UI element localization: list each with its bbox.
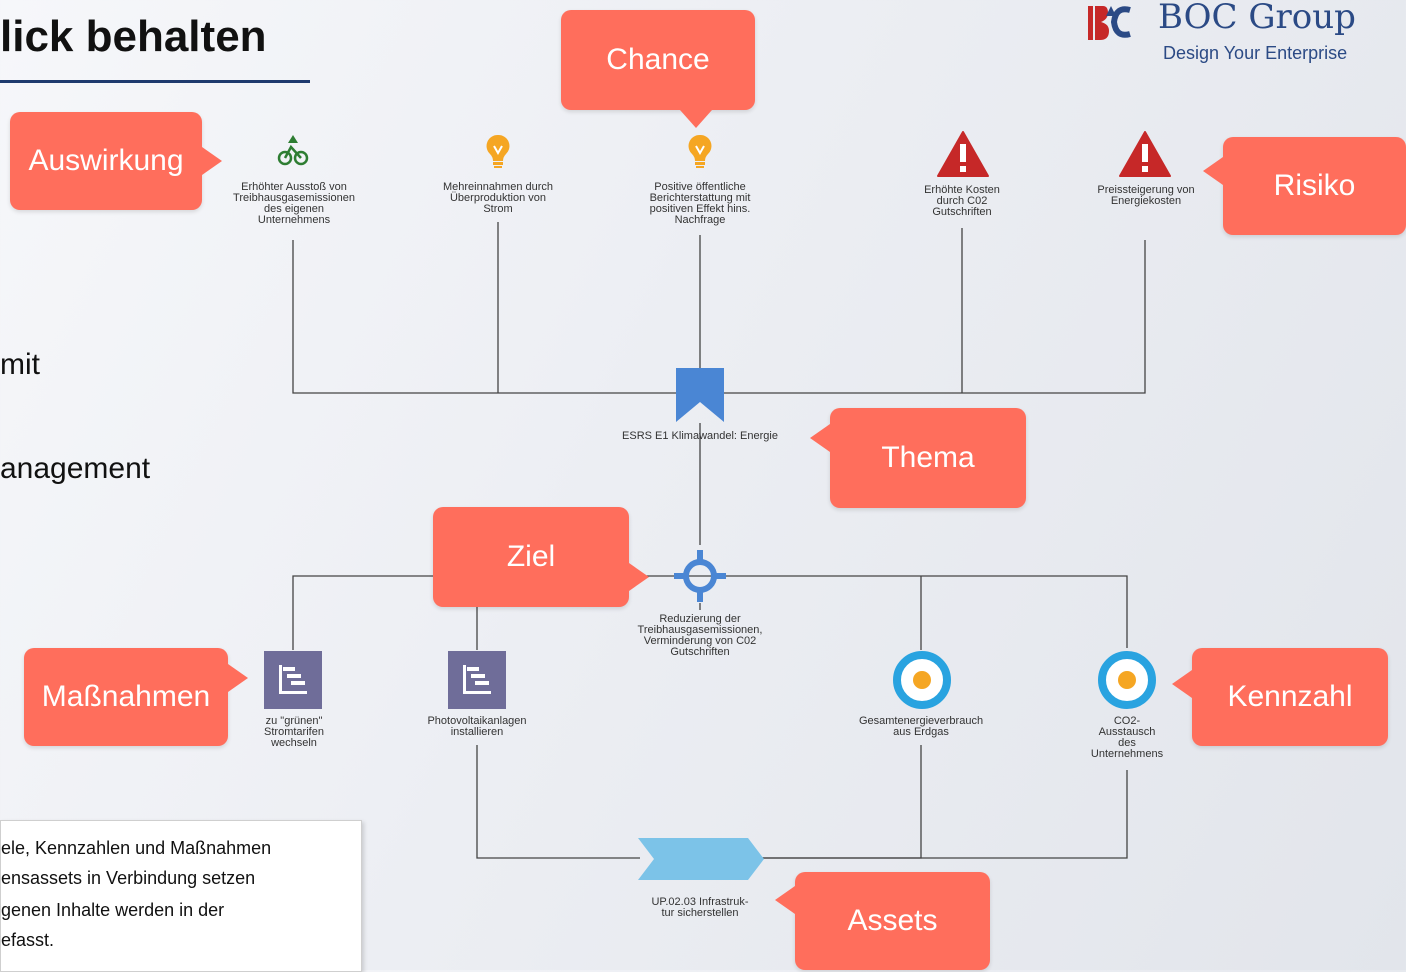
opportunity-label-1: Mehreinnahmen durch Überproduktion von S… (442, 181, 554, 215)
impact-label: Erhöhter Ausstoß von Treibhausgasemissio… (233, 181, 355, 226)
note-line-1: ele, Kennzahlen und Maßnahmen (1, 838, 272, 858)
callout-kennzahl-text: Kennzahl (1227, 680, 1353, 713)
note-line-2: ensassets in Verbindung setzen (1, 868, 256, 888)
logo-tagline: Design Your Enterprise (1163, 43, 1348, 63)
kpi-label-1: Gesamtenergieverbrauch aus Erdgas (858, 715, 984, 738)
lightbulb-icon (688, 134, 712, 168)
crosshair-target-icon (674, 550, 726, 602)
bullet-text-2: anagement (0, 452, 151, 485)
goal-label: Reduzierung der Treibhausgasemissionen, … (637, 613, 763, 658)
callout-tail (680, 110, 712, 128)
chevron-arrow-icon (638, 838, 764, 880)
callout-assets-text: Assets (847, 904, 938, 937)
callout-thema: Thema (810, 408, 1026, 508)
note-box: ele, Kennzahlen und Maßnahmen ensassets … (0, 820, 362, 972)
lightbulb-icon (486, 134, 510, 168)
topic-label: ESRS E1 Klimawandel: Energie (622, 430, 778, 442)
callout-chance-text: Chance (606, 43, 710, 76)
callout-ziel-text: Ziel (506, 540, 556, 573)
kpi-label-2: CO2- Ausstausch des Unternehmens (1090, 715, 1164, 760)
risk-label-1: Erhöhte Kosten durch C02 Gutschriften (924, 184, 1000, 218)
note-line-4: efasst. (1, 930, 55, 950)
gauge-icon (1098, 651, 1156, 709)
callout-auswirkung: Auswirkung (10, 112, 222, 210)
warning-icon (1119, 131, 1171, 177)
slide-title: lick behalten (0, 12, 267, 61)
callout-massnahmen: Maßnahmen (24, 648, 248, 746)
boc-logo-mark (1088, 6, 1131, 40)
title-underline (0, 80, 310, 83)
callout-tail (202, 147, 222, 175)
callout-tail (228, 664, 248, 692)
callout-risiko: Risiko (1203, 137, 1406, 235)
warning-icon (937, 131, 989, 177)
callout-tail (775, 886, 795, 914)
risk-label-2: Preissteigerung von Energiekosten (1097, 184, 1195, 207)
callout-chance: Chance (561, 10, 755, 128)
measure-label-1: zu "grünen" Stromtarifen wechseln (264, 715, 324, 749)
opportunity-label-2: Positive öffentliche Berichterstattung m… (649, 181, 751, 226)
callout-ziel: Ziel (433, 507, 649, 607)
bicycle-icon (277, 135, 309, 166)
bookmark-icon (676, 368, 724, 422)
logo-name: BOC Group (1158, 0, 1356, 37)
gauge-icon (893, 651, 951, 709)
callout-auswirkung-text: Auswirkung (28, 144, 184, 177)
measure-label-2: Photovoltaikanlagen installieren (427, 715, 527, 738)
callout-risiko-text: Risiko (1273, 169, 1356, 202)
callout-kennzahl: Kennzahl (1172, 648, 1388, 746)
note-line-3: genen Inhalte werden in der (1, 900, 225, 920)
bullet-text-1: mit (0, 348, 40, 381)
callout-massnahmen-text: Maßnahmen (41, 680, 211, 713)
asset-label: UP.02.03 Infrastruk- tur sicherstellen (651, 896, 749, 919)
callout-tail (1172, 670, 1192, 698)
callout-assets: Assets (775, 872, 990, 970)
callout-tail (629, 563, 649, 591)
callout-thema-text: Thema (881, 441, 975, 474)
callout-tail (810, 424, 830, 452)
callout-tail (1203, 157, 1223, 185)
gantt-chart-icon (448, 651, 506, 709)
gantt-chart-icon (264, 651, 322, 709)
